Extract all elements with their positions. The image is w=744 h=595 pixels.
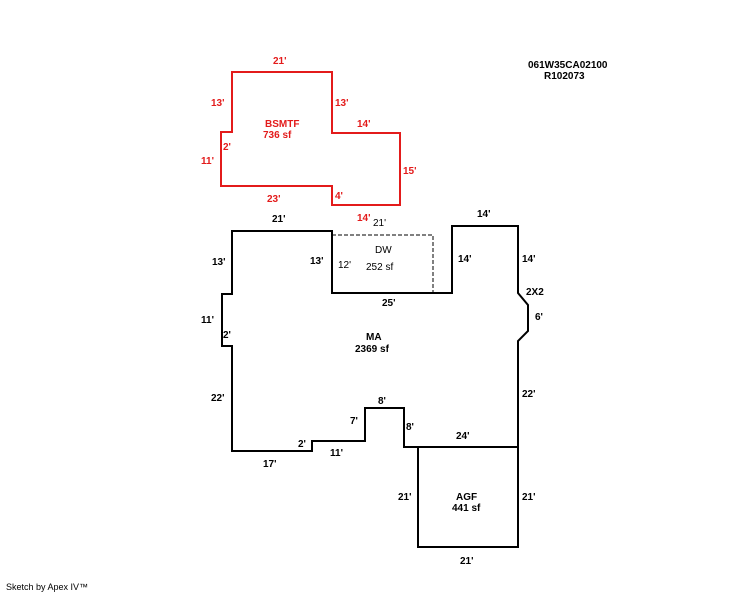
main-dim-left-upper: 13' [212,257,226,268]
dw-area: 252 sf [366,262,393,273]
main-dim-notch-top: 8' [378,396,386,407]
main-dim-top: 21' [272,214,286,225]
dw-name: DW [375,245,392,256]
main-dim-right-upper: 14' [522,254,536,265]
main-dim-notch-left: 7' [350,416,358,427]
basement-dim-jog: 2' [223,142,231,153]
sketch-footer: Sketch by Apex IV™ [6,582,89,592]
basement-area: 736 sf [263,130,292,141]
main-dim-notch-right: 8' [406,422,414,433]
parcel-ref: R102073 [544,71,585,82]
main-dim-left-jog: 11' [201,315,214,326]
basement-outline [220,71,401,206]
basement-dim-top: 21' [273,56,287,67]
basement-dim-step-top: 14' [357,119,371,130]
main-dim-left-lower: 22' [211,393,225,404]
agf-dim-bottom: 21' [460,556,474,567]
agf-dim-right: 21' [522,492,536,503]
parcel-id: 061W35CA02100 [528,60,608,71]
main-dim-right-bevel: 6' [535,312,543,323]
dw-outline [332,234,434,293]
basement-name: BSMTF [265,119,299,130]
main-dim-bottom-mid: 11' [330,448,343,459]
main-area-outline [221,225,529,452]
main-dim-bottom-left: 17' [263,459,277,470]
agf-area: 441 sf [452,503,481,514]
main-dim-inner-left: 13' [310,256,324,267]
basement-dim-left-lower: 11' [201,156,214,167]
main-dim-jog-width: 2' [223,330,231,341]
agf-outline [417,446,519,548]
basement-dim-bottom: 23' [267,194,281,205]
basement-dim-bottom-right: 14' [357,213,371,224]
basement-dim-right-upper: 13' [335,98,349,109]
main-area-name: MA [366,332,382,343]
dw-dim-top: 21' [373,218,386,229]
main-dim-bevel-corner: 2X2 [526,287,544,298]
basement-dim-right: 15' [403,166,417,177]
basement-dim-left-upper: 13' [211,98,225,109]
main-dim-bottom-right: 24' [456,431,470,442]
main-dim-bottom-step: 2' [298,439,306,450]
main-dim-inner-bottom: 25' [382,298,396,309]
dw-dim-left: 12' [338,260,351,271]
agf-name: AGF [456,492,477,503]
main-area-size: 2369 sf [355,344,390,355]
agf-dim-left: 21' [398,492,412,503]
main-dim-wing-top: 14' [477,209,491,220]
basement-dim-notch: 4' [335,191,343,202]
main-dim-right-lower: 22' [522,389,536,400]
main-dim-wing-left: 14' [458,254,472,265]
